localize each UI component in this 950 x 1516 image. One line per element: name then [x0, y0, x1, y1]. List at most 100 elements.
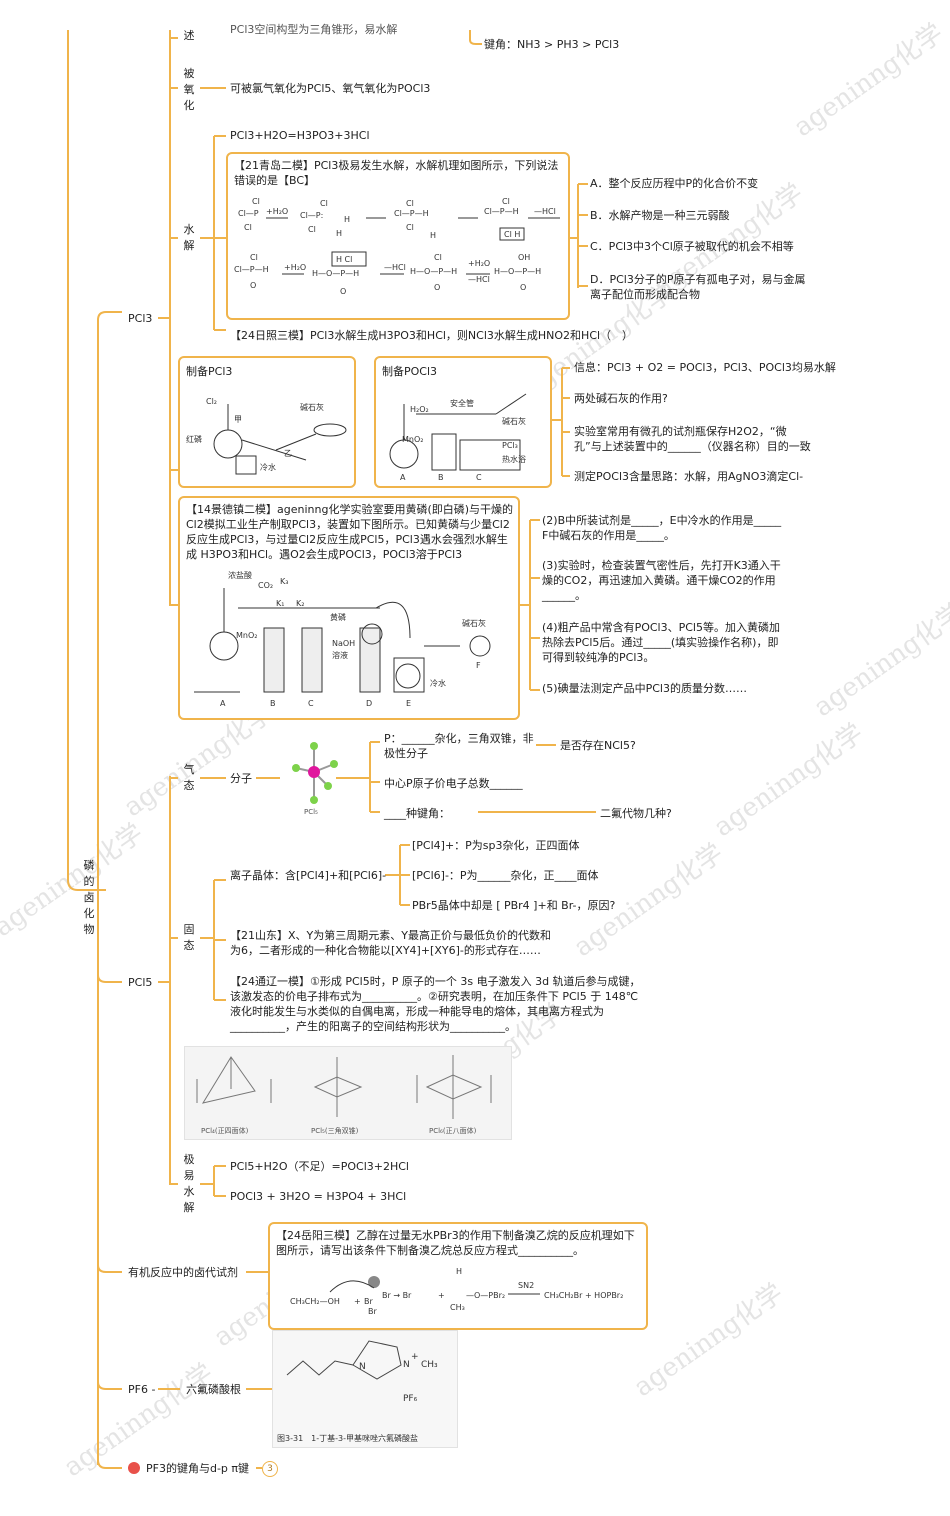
bond-angle-text[interactable]: 键角：NH3 > PH3 > PCl3 — [484, 38, 620, 51]
collapsed-count-badge[interactable]: 3 — [262, 1461, 278, 1477]
qingdao-title: 【21青岛二模】PCl3极易发生水解，水解机理如图所示，下列说法错误的是【BC】 — [234, 159, 559, 187]
rizhao-question[interactable]: 【24日照三模】PCl3水解生成H3PO3和HCl，则NCl3水解生成HNO2和… — [230, 329, 634, 342]
svg-text:MnO₂: MnO₂ — [402, 435, 423, 444]
ionic-crystal[interactable]: 离子晶体：含[PCl4]+和[PCl6]- — [230, 869, 387, 882]
svg-text:Cl: Cl — [308, 225, 316, 234]
svg-text:Cl: Cl — [502, 197, 510, 206]
pcl3-branch-oxidized[interactable]: 被氧化 — [183, 67, 195, 112]
pcl3-branch-hydrolysis[interactable]: 水解 — [183, 223, 195, 252]
svg-text:D: D — [366, 699, 372, 708]
pcl5-hydrolysis-eq1[interactable]: PCl5+H2O（不足）=POCl3+2HCl — [230, 1160, 409, 1173]
svg-text:PCl₅(三角双锥): PCl₅(三角双锥) — [311, 1126, 359, 1135]
pcl5-branch-solid[interactable]: 固态 — [183, 923, 195, 952]
svg-text:H₂O₂: H₂O₂ — [410, 405, 429, 414]
ionic-pcl6[interactable]: [PCl6]-：P为______杂化，正____面体 — [412, 869, 599, 882]
svg-text:H—O—P—H: H—O—P—H — [312, 269, 359, 278]
pcl3-top-fragment: PCl3空间构型为三角锥形，易水解 — [230, 23, 398, 36]
svg-text:Cl: Cl — [406, 223, 414, 232]
pcl3-branch-describe[interactable]: 述 — [183, 29, 195, 42]
qingdao-option-d[interactable]: D．PCl3分子的P原子有孤电子对，易与金属离子配位而形成配合物 — [590, 273, 806, 301]
svg-text:O: O — [434, 283, 440, 292]
jingdezhen-question-box[interactable]: 【14景德镇二模】ageninng化学实验室要用黄磷(即白磷)与干燥的Cl2模拟… — [178, 496, 520, 720]
jingdezhen-title: 【14景德镇二模】ageninng化学实验室要用黄磷(即白磷)与干燥的Cl2模拟… — [186, 503, 514, 561]
svg-text:PF₆: PF₆ — [403, 1394, 418, 1404]
svg-text:H: H — [336, 229, 342, 238]
pf3-label: PF3的键角与d-p π键 — [146, 1462, 250, 1475]
organic-node[interactable]: 有机反应中的卤代试剂 — [128, 1266, 238, 1279]
jingdezhen-q4[interactable]: (4)粗产品中常含有POCl3、PCl5等。加入黄磷加热除去PCl5后。通过__… — [542, 621, 780, 664]
svg-text:B: B — [270, 699, 276, 708]
ionic-pbr5[interactable]: PBr5晶体中却是 [ PBr4 ]+和 Br-，原因? — [412, 899, 616, 912]
gas-item-valence[interactable]: 中心P原子价电子总数______ — [384, 777, 523, 790]
pcl5-node[interactable]: PCl5 — [128, 976, 153, 989]
tongliao-question[interactable]: 【24通辽一模】①形成 PCl5时，P 原子的一个 3s 电子激发入 3d 轨道… — [230, 975, 641, 1033]
svg-text:H: H — [456, 1267, 462, 1276]
svg-text:CH₃CH₂Br + HOPBr₂: CH₃CH₂Br + HOPBr₂ — [544, 1291, 623, 1300]
svg-text:—HCl: —HCl — [468, 275, 490, 284]
jingdezhen-q2[interactable]: (2)B中所装试剂是_____，E中冷水的作用是_____ F中碱石灰的作用是_… — [542, 514, 793, 542]
svg-text:+H₂O: +H₂O — [284, 263, 306, 272]
pcl5-branch-hydrolysis[interactable]: 极易水解 — [183, 1153, 195, 1214]
pocl3-note-micropore[interactable]: 实验室常用有微孔的试剂瓶保存H2O2，“微孔”与上述装置中的______（仪器名… — [574, 425, 811, 453]
ncl5-question[interactable]: 是否存在NCl5? — [560, 739, 636, 752]
qingdao-option-c[interactable]: C．PCl3中3个Cl原子被取代的机会不相等 — [590, 240, 794, 253]
shandong-question[interactable]: 【21山东】X、Y为第三周期元素、Y最高正价与最低负价的代数和为6，二者形成的一… — [230, 929, 551, 957]
svg-text:碱石灰: 碱石灰 — [300, 402, 324, 412]
svg-text:甲: 甲 — [234, 415, 242, 424]
svg-text:CH₃: CH₃ — [450, 1303, 465, 1312]
pbr3-mechanism-figure: CH₃CH₂—OH + Br Br Br → Br + H CH₃ —O—PBr… — [290, 1267, 623, 1316]
svg-text:Cl—P—H: Cl—P—H — [484, 207, 519, 216]
pocl3-note-titration[interactable]: 测定POCl3含量思路：水解，用AgNO3滴定Cl- — [574, 470, 804, 483]
qingdao-option-b[interactable]: B．水解产物是一种三元弱酸 — [590, 209, 730, 222]
svg-text:Cl—P:: Cl—P: — [300, 211, 323, 220]
jingdezhen-q3[interactable]: (3)实验时，检查装置气密性后，先打开K3通入干燥的CO2，再迅速加入黄磷。通干… — [542, 559, 781, 602]
svg-text:PCl₃: PCl₃ — [502, 441, 518, 450]
pcl5-hydrolysis-eq2[interactable]: POCl3 + 3H2O = H3PO4 + 3HCl — [230, 1190, 407, 1203]
jingdezhen-q5[interactable]: (5)碘量法测定产品中PCl3的质量分数…… — [542, 682, 747, 695]
pf6-node[interactable]: PF6 - — [128, 1383, 156, 1396]
pf6-name[interactable]: 六氟磷酸根 — [186, 1383, 241, 1396]
yueyang-title: 【24岳阳三模】乙醇在过量无水PBr3的作用下制备溴乙烷的反应机理如下图所示，请… — [276, 1229, 635, 1257]
svg-text:Cl₂: Cl₂ — [206, 397, 217, 406]
pf3-node[interactable]: PF3的键角与d-p π键 — [128, 1461, 249, 1476]
pocl3-note-info[interactable]: 信息：PCl3 + O2 = POCl3，PCl3、POCl3均易水解 — [574, 361, 836, 374]
svg-text:MnO₂: MnO₂ — [236, 631, 257, 640]
svg-text:CH₃CH₂—OH: CH₃CH₂—OH — [290, 1297, 340, 1306]
pcl3-node[interactable]: PCl3 — [128, 312, 153, 325]
svg-text:Cl: Cl — [406, 199, 414, 208]
gas-item-hybrid[interactable]: P：______杂化，三角双锥，非极性分子 — [384, 732, 534, 760]
pocl3-note-soda-lime[interactable]: 两处碱石灰的作用? — [574, 392, 668, 405]
svg-text:PCl₆(正八面体): PCl₆(正八面体) — [429, 1126, 477, 1135]
svg-text:A: A — [220, 699, 226, 708]
qingdao-option-a[interactable]: A．整个反应历程中P的化合价不变 — [590, 177, 759, 190]
hydrolysis-equation[interactable]: PCl3+H2O=H3PO3+3HCl — [230, 129, 370, 142]
yueyang-question-box[interactable]: 【24岳阳三模】乙醇在过量无水PBr3的作用下制备溴乙烷的反应机理如下图所示，请… — [268, 1222, 648, 1330]
svg-text:冷水: 冷水 — [430, 678, 446, 688]
svg-text:H: H — [430, 231, 436, 240]
svg-text:Br → Br: Br → Br — [382, 1291, 412, 1300]
svg-text:安全管: 安全管 — [450, 398, 474, 408]
oxidized-text[interactable]: 可被氯气氧化为PCl5、氧气氧化为POCl3 — [230, 82, 431, 95]
difluoride-question[interactable]: 二氟代物几种? — [600, 807, 672, 820]
ionic-pcl4[interactable]: [PCl4]+：P为sp3杂化，正四面体 — [412, 839, 580, 852]
svg-text:C: C — [308, 699, 314, 708]
pcl5-branch-gas[interactable]: 气态 — [183, 763, 195, 792]
molecule-node[interactable]: 分子 — [230, 772, 252, 785]
pcl5-structures-figure: PCl₄(正四面体) PCl₅(三角双锥) PCl₆(正八面体) — [184, 1046, 512, 1140]
svg-text:NaOH: NaOH — [332, 639, 355, 648]
svg-text:K₃: K₃ — [280, 577, 288, 586]
svg-text:B: B — [438, 473, 444, 482]
svg-text:Cl H: Cl H — [504, 230, 520, 239]
svg-text:Cl—P: Cl—P — [238, 209, 259, 218]
gas-item-bond-angles[interactable]: ____种键角： — [384, 807, 450, 820]
qingdao-question-box[interactable]: 【21青岛二模】PCl3极易发生水解，水解机理如图所示，下列说法错误的是【BC】… — [226, 152, 570, 320]
svg-text:A: A — [400, 473, 406, 482]
svg-text:热水浴: 热水浴 — [502, 454, 526, 464]
svg-text:F: F — [476, 661, 481, 670]
root-label[interactable]: 磷的卤化物 — [83, 859, 95, 936]
